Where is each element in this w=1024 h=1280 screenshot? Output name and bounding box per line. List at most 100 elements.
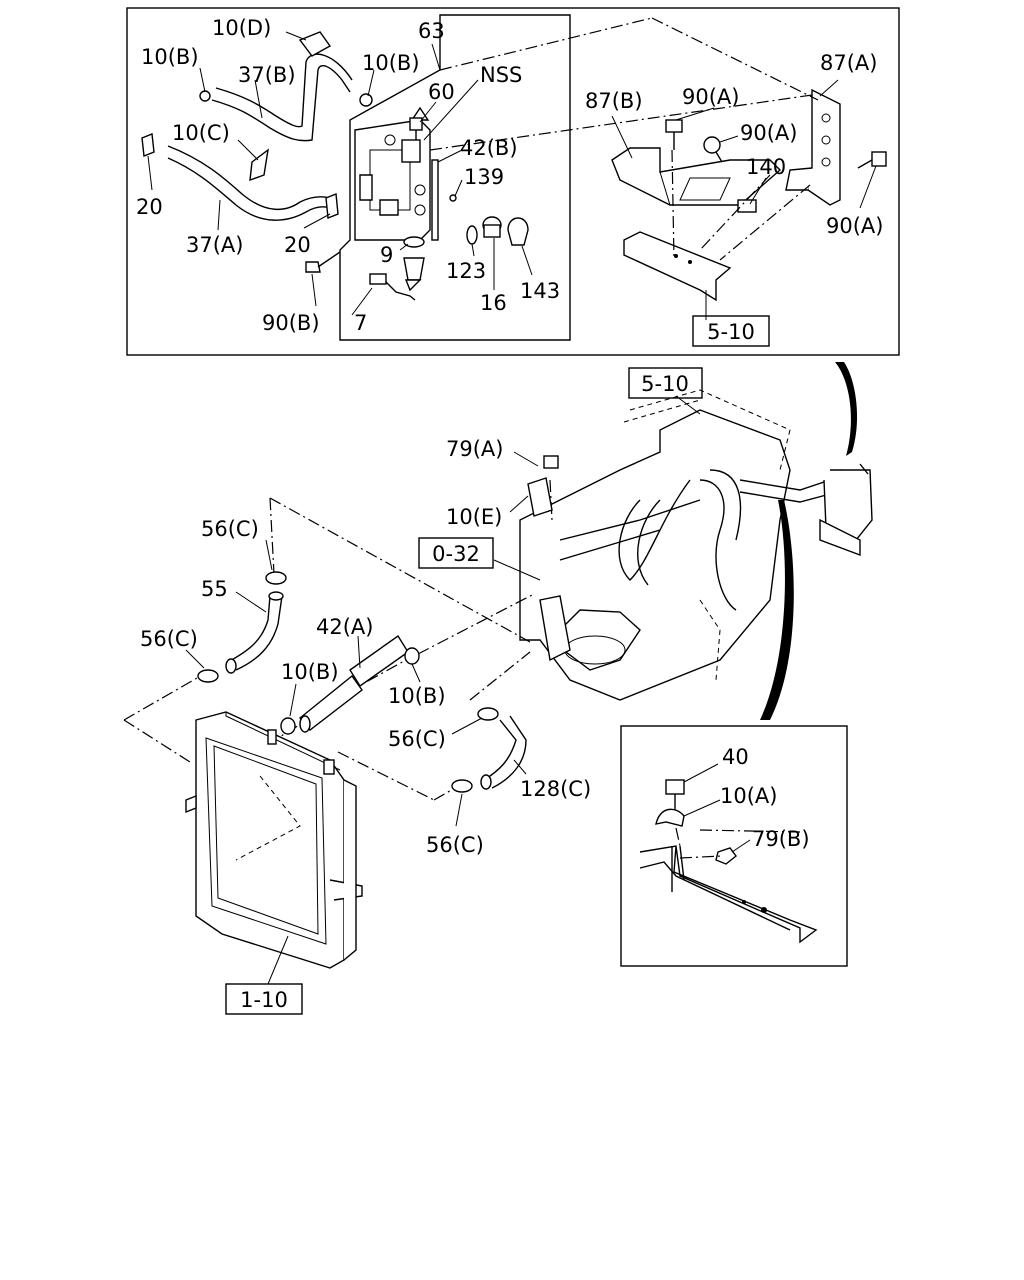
- ref-label-5-10-mid: 5-10: [641, 372, 689, 396]
- connection-arc-2: [760, 500, 794, 720]
- callout-90b: 90(B): [262, 311, 320, 335]
- leader-bottom-1: [675, 827, 681, 847]
- ref-box-1-10: 1-10: [225, 983, 303, 1015]
- hose-42a: [299, 635, 409, 733]
- bolt-90a-3: [857, 151, 887, 169]
- ref-label-1-10: 1-10: [240, 988, 288, 1012]
- nut-79b-part: [715, 847, 737, 865]
- callout-nss: NSS: [480, 63, 522, 87]
- callout-123: 123: [446, 259, 486, 283]
- callout-10b-2: 10(B): [362, 51, 420, 75]
- callout-10b-1: 10(B): [141, 45, 199, 69]
- bolt-90a-1: [665, 119, 683, 150]
- cap-16: [482, 216, 502, 238]
- callout-128c: 128(C): [520, 777, 591, 801]
- clip-10a-part: [655, 808, 685, 827]
- callout-79b: 79(B): [752, 827, 810, 851]
- ring-123: [466, 225, 478, 245]
- leader-mid-7: [337, 751, 435, 801]
- callout-90a-2: 90(A): [740, 121, 797, 145]
- ref-box-0-32: 0-32: [418, 537, 494, 569]
- clamp-56c-1-part: [265, 571, 287, 585]
- radiator: [185, 711, 363, 969]
- washer-139: [449, 194, 457, 202]
- cap-143: [507, 217, 529, 246]
- callout-140: 140: [746, 155, 786, 179]
- callout-143: 143: [520, 279, 560, 303]
- leader-mid-11: [549, 479, 553, 521]
- leader-top-4: [429, 94, 813, 151]
- valve-7: [369, 257, 425, 301]
- callout-20-2: 20: [284, 233, 311, 257]
- washer-9: [403, 236, 425, 248]
- frame-rail-bottom: [639, 845, 818, 944]
- ref-label-5-10-top: 5-10: [707, 320, 755, 344]
- frame-rail-top: [623, 231, 732, 302]
- callout-9: 9: [380, 243, 393, 267]
- clamp-10b-3-part: [280, 717, 296, 735]
- clamp-10b-2-part: [359, 93, 373, 107]
- clamp-10b-4-part: [404, 647, 420, 665]
- hose-37b: [211, 53, 353, 142]
- callout-42b: 42(B): [460, 136, 518, 160]
- callout-60: 60: [428, 80, 455, 104]
- callout-55: 55: [201, 577, 228, 601]
- callout-16: 16: [480, 291, 507, 315]
- clamp-10d-part: [298, 31, 332, 57]
- leader-bottom-2: [679, 855, 723, 859]
- clamp-20-2-part: [325, 193, 339, 219]
- leader-bottom-3: [699, 829, 801, 833]
- hose-55: [225, 591, 284, 674]
- leader-top-6: [719, 184, 811, 261]
- callout-37a: 37(A): [186, 233, 243, 257]
- callout-42a: 42(A): [316, 615, 373, 639]
- callout-37b: 37(B): [238, 63, 296, 87]
- callout-63: 63: [418, 19, 445, 43]
- leader-mid-4: [123, 673, 205, 721]
- leader-mid-2: [269, 497, 275, 575]
- hose-37a: [167, 145, 331, 221]
- callout-139: 139: [464, 165, 504, 189]
- clamp-56c-4-part: [451, 779, 473, 793]
- callout-56c-2: 56(C): [140, 627, 198, 651]
- bolt-90b: [305, 251, 341, 273]
- ref-label-0-32: 0-32: [432, 542, 480, 566]
- valve-bracket: [354, 106, 431, 241]
- bolt-90a-2: [703, 136, 723, 163]
- leader-mid-6: [469, 651, 531, 701]
- leader-top-5: [699, 174, 771, 251]
- leader-mid-3: [417, 593, 535, 655]
- callout-leaders-top: [147, 31, 877, 320]
- bottom-inset-frame: [620, 725, 848, 967]
- bracket-87b: [611, 147, 782, 206]
- bracket-87a: [785, 88, 841, 206]
- callout-10a: 10(A): [720, 784, 777, 808]
- leader-top-1: [671, 149, 675, 261]
- engine-assembly: [519, 389, 873, 701]
- leader-top-2: [439, 17, 653, 71]
- callout-79a: 79(A): [446, 437, 503, 461]
- leader-mid-5: [123, 719, 191, 763]
- ref-box-5-10-top: 5-10: [692, 315, 770, 347]
- callout-40: 40: [722, 745, 749, 769]
- clip-140: [737, 199, 757, 213]
- callout-10d: 10(D): [212, 16, 271, 40]
- callout-10c: 10(C): [172, 121, 230, 145]
- callout-87a: 87(A): [820, 51, 877, 75]
- callout-leaders-mid: [185, 395, 751, 853]
- rod-42b: [431, 159, 439, 241]
- callout-87b: 87(B): [585, 89, 643, 113]
- callout-7: 7: [354, 311, 367, 335]
- clamp-20-1-part: [141, 133, 155, 157]
- connection-arc-1: [835, 362, 858, 456]
- callout-10e: 10(E): [446, 505, 502, 529]
- callout-56c-1: 56(C): [201, 517, 259, 541]
- callout-20-1: 20: [136, 195, 163, 219]
- callout-90a-1: 90(A): [682, 85, 739, 109]
- callout-90a-3: 90(A): [826, 214, 883, 238]
- callout-56c-4: 56(C): [426, 833, 484, 857]
- clamp-10c-part: [249, 148, 269, 182]
- leader-top-3: [651, 17, 819, 101]
- clamp-56c-3-part: [477, 707, 499, 721]
